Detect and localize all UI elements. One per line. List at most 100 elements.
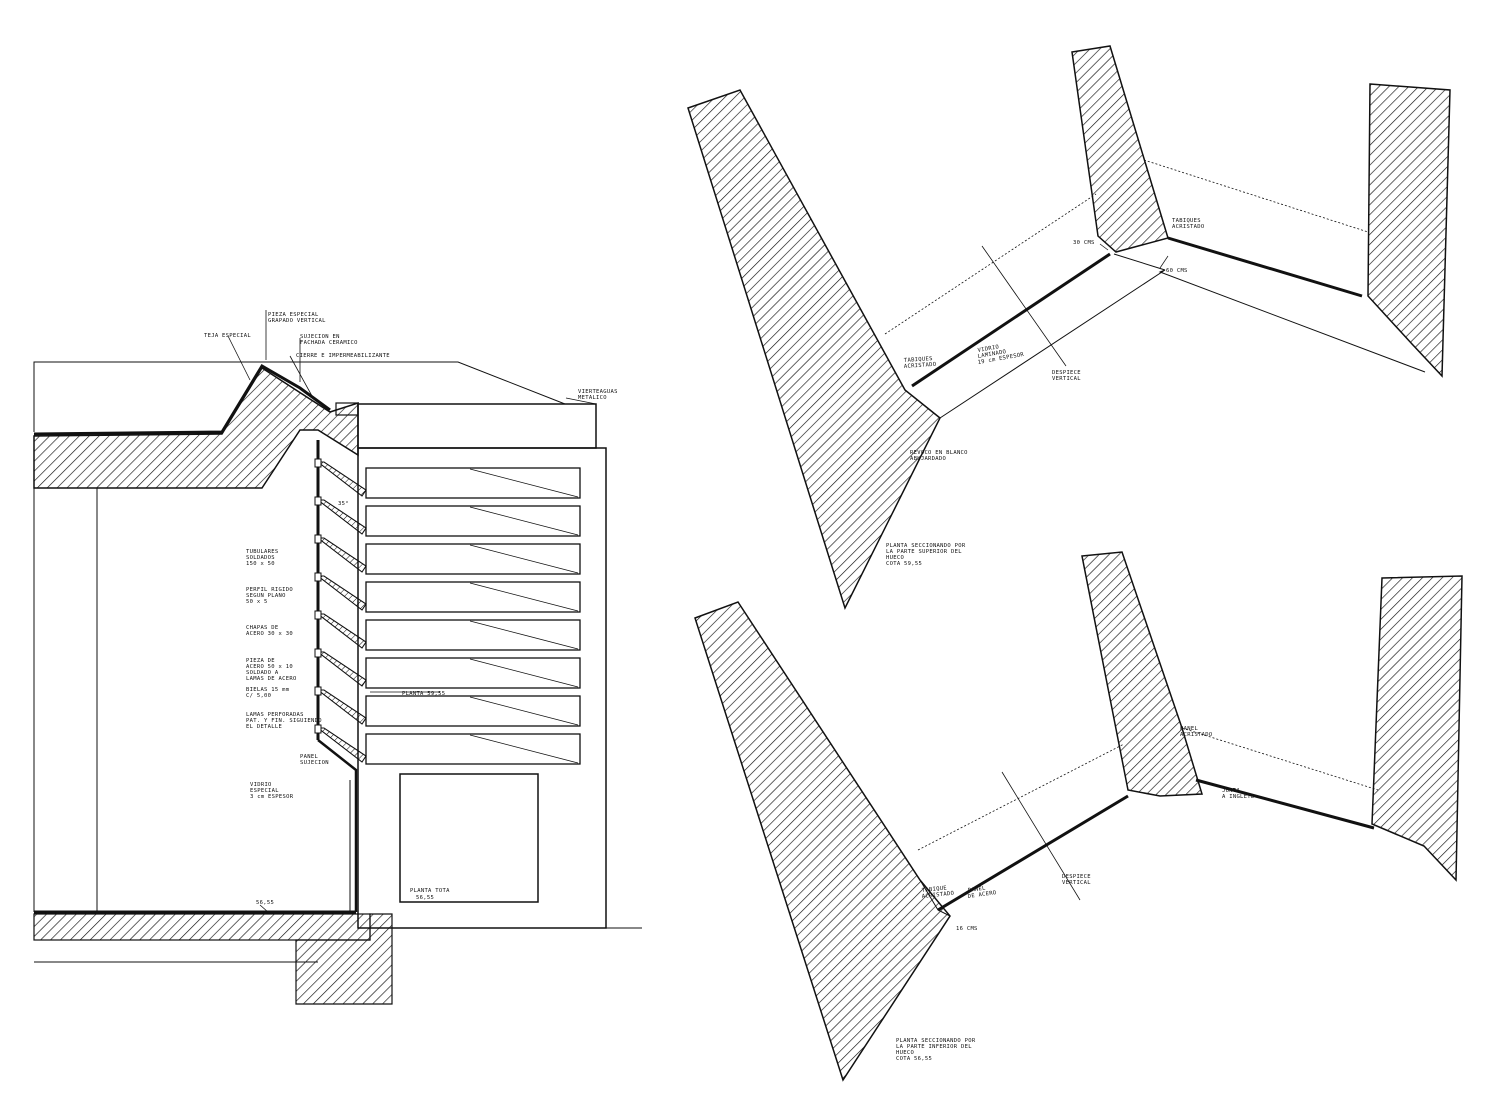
louvre-blade — [316, 499, 367, 535]
label-sujecion: SUJECION EN — [300, 334, 340, 340]
label-panel-2: SUJECION — [300, 760, 329, 766]
upper-cm60: 60 CMS — [1166, 268, 1188, 274]
louvre-slat — [365, 543, 581, 575]
section-annotations: TEJA ESPECIAL PIEZA ESPECIAL GRAPADO VER… — [204, 312, 618, 906]
upper-plan-section-arrow — [981, 245, 1067, 367]
upper-plan-wall-center — [1071, 45, 1169, 253]
upper-plan-glazing-a — [911, 252, 1111, 388]
label-chapa: CHAPAS DE — [246, 625, 279, 631]
louvre-blade — [316, 651, 367, 687]
label-vierteaguas: VIERTEAGUAS — [578, 389, 618, 395]
lower-tabique-a: TABIQUE — [922, 885, 948, 894]
lower-caption-4: COTA 56,55 — [896, 1056, 932, 1062]
upper-tabiques-b: TABIQUES — [1172, 218, 1201, 224]
leader-lines — [227, 310, 597, 913]
louvre-edge-line — [469, 582, 579, 612]
louvre-blade — [316, 461, 367, 497]
upper-vidrio: VIDRIO — [977, 344, 999, 354]
louvre-edge-line — [469, 620, 579, 650]
lower-tabique-a2: ACRISTADO — [922, 891, 955, 900]
roof-parapet-mass — [33, 366, 359, 489]
glazing-lower — [317, 739, 358, 912]
upper-despiece: DESPIECE — [1052, 370, 1081, 376]
upper-vidrio-2: LAMINADO — [977, 349, 1006, 360]
label-cristal-3: 3 cm ESPESOR — [250, 794, 294, 800]
louvre-clip — [314, 496, 322, 506]
lower-caption-2: LA PARTE INFERIOR DEL — [896, 1044, 972, 1050]
lower-junta-2: A INGLETE — [1222, 794, 1255, 800]
label-vierteaguas-2: METALICO — [578, 395, 607, 401]
louvre-slat — [365, 467, 581, 499]
label-perfil-2: SEGUN PLANO — [246, 593, 286, 599]
label-tubo-2: SOLDADOS — [246, 555, 275, 561]
upper-despiece-2: VERTICAL — [1052, 376, 1081, 382]
label-tornillos-2: C/ 5,00 — [246, 693, 271, 699]
louvre-edge-line — [469, 506, 579, 536]
lower-plan-head-a — [917, 743, 1125, 851]
label-sujecion-2: FACHADA CERAMICO — [300, 340, 358, 346]
label-angle: 35° — [338, 501, 349, 507]
label-teja: TEJA ESPECIAL — [204, 333, 251, 339]
lower-plan-drawing: TABIQUE ACRISTADO PANEL ACRISTADO JUNTA … — [694, 551, 1463, 1082]
lower-plan-wall-left — [694, 601, 951, 1082]
label-tornillos: BIELAS 15 mm — [246, 687, 290, 693]
upper-tabiques-a: TABIQUES — [904, 356, 933, 364]
upper-tabiques-b2: ACRISTADO — [1172, 224, 1205, 230]
label-pieza-b4: LAMAS DE ACERO — [246, 676, 297, 682]
lower-junta: JUNTA — [1222, 788, 1240, 794]
upper-caption-1: PLANTA SECCIONANDO POR — [886, 543, 966, 549]
lower-tabique-b: PANEL — [1180, 726, 1198, 732]
louvre-clip — [314, 648, 322, 658]
lower-plan-wall-right — [1371, 575, 1463, 882]
upper-plan-wall-right — [1367, 83, 1451, 378]
upper-plan-glazing-b — [1167, 236, 1363, 298]
lower-opening — [399, 773, 539, 903]
label-planta: PLANTA 59,55 — [402, 691, 445, 697]
label-perfil-3: 50 x 5 — [246, 599, 268, 605]
louvre-clip — [314, 610, 322, 620]
lower-plan-wall-center — [1081, 551, 1203, 797]
louvre-blade — [316, 613, 367, 649]
lower-plan-section-arrow — [1001, 771, 1081, 901]
label-pieza-b3: SOLDADO A — [246, 670, 279, 676]
label-pieza-2: GRAPADO VERTICAL — [268, 318, 326, 324]
upper-plan-head-a — [884, 193, 1097, 335]
louvre-blade — [316, 727, 367, 763]
upper-cm30: 30 CMS — [1073, 240, 1095, 246]
cornice-box — [357, 403, 597, 449]
lower-cm-a: PANEL — [967, 885, 986, 894]
label-tubo: TUBULARES — [246, 549, 279, 555]
label-pieza-b2: ACERO 50 x 10 — [246, 664, 293, 670]
label-pieza: PIEZA ESPECIAL — [268, 312, 319, 318]
louvre-slat — [365, 657, 581, 689]
lower-plan-annotations: TABIQUE ACRISTADO PANEL ACRISTADO JUNTA … — [896, 726, 1255, 1062]
lower-plan-frame — [919, 879, 951, 917]
louvre-edge-line — [469, 544, 579, 574]
label-planta-tota-2: 56,55 — [416, 895, 434, 901]
label-pieza-b: PIEZA DE — [246, 658, 275, 664]
lower-caption-3: HUECO — [896, 1050, 914, 1056]
louvre-clip — [314, 724, 322, 734]
floor-slab — [33, 913, 371, 941]
label-lamas: LAMAS PERFORADAS — [246, 712, 304, 718]
lower-plan-glazing-a — [937, 794, 1129, 912]
label-lamas-3: EL DETALLE — [246, 724, 282, 730]
roof-tiles — [33, 363, 331, 436]
louvre-blade — [316, 575, 367, 611]
label-perfil: PERFIL RIGIDO — [246, 587, 293, 593]
lower-despiece-2: VERTICAL — [1062, 880, 1091, 886]
louvre-clip — [314, 686, 322, 696]
louvre-slat — [365, 619, 581, 651]
louvre-blade — [316, 537, 367, 573]
louvre-group — [314, 458, 581, 765]
upper-caption-2: LA PARTE SUPERIOR DEL — [886, 549, 962, 555]
label-planta-tota: PLANTA TOTA — [410, 888, 450, 894]
upper-caption-4: COTA 59,55 — [886, 561, 922, 567]
foundation — [295, 913, 393, 1005]
upper-plan-sill-2 — [1113, 253, 1166, 271]
lower-cm-a2: DE ACERO — [967, 890, 996, 900]
lower-cm16: 16 CMS — [956, 926, 978, 932]
vertical-section-drawing: TEJA ESPECIAL PIEZA ESPECIAL GRAPADO VER… — [33, 310, 642, 1005]
louvre-clip — [314, 572, 322, 582]
